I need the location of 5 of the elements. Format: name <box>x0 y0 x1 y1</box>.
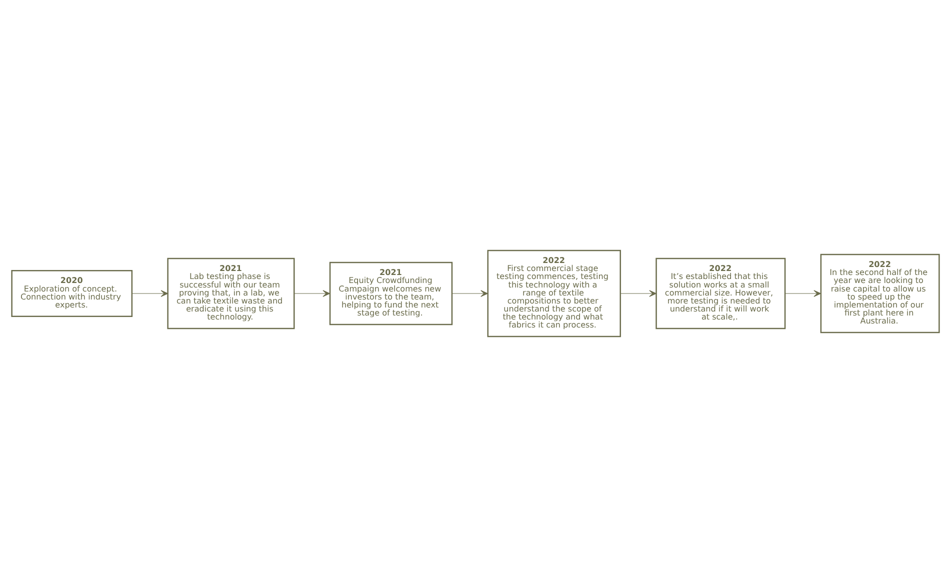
arrow <box>620 290 657 297</box>
arrow <box>294 290 330 297</box>
arrow <box>132 290 168 297</box>
arrow <box>452 290 488 297</box>
arrow <box>784 290 822 297</box>
